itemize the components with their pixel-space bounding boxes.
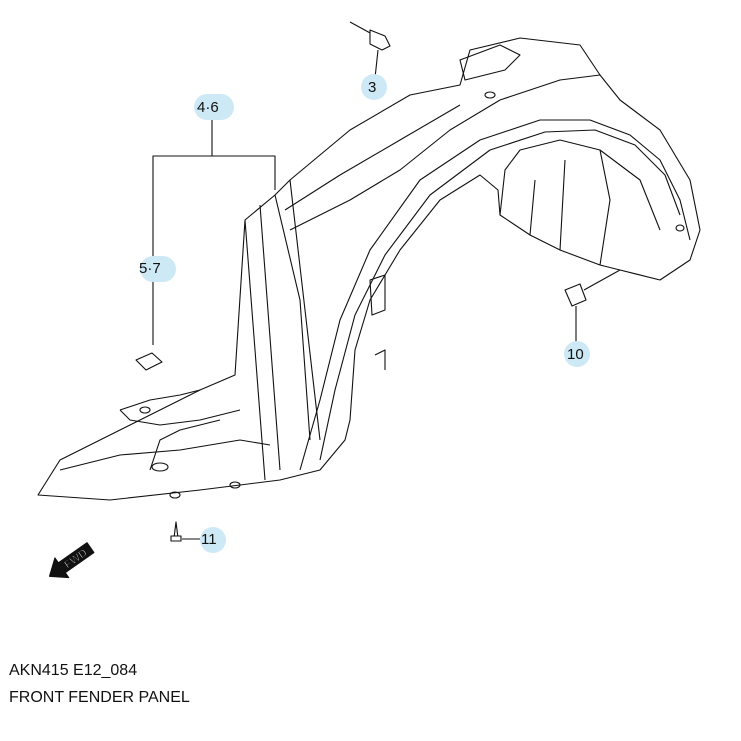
callout-5-7[interactable] (140, 256, 176, 282)
fender-liner-outline (37, 37, 701, 501)
wheel-arch-edge (319, 129, 681, 461)
diagram-code: AKN415 E12_084 (9, 662, 138, 679)
callout-3-label: 3 (368, 79, 377, 96)
callout-3[interactable] (361, 74, 387, 100)
leader-4-6 (152, 120, 276, 345)
callout-11[interactable] (200, 527, 226, 553)
diagram-title: FRONT FENDER PANEL (9, 689, 190, 706)
callout-4-6-label: 4·6 (197, 99, 219, 116)
callout-5-7-label: 5·7 (139, 260, 161, 277)
clip-part-5-7 (135, 352, 163, 371)
bolt-part-3 (349, 21, 391, 79)
screw-part-11 (170, 521, 200, 542)
callout-11-label: 11 (201, 531, 217, 548)
callout-10[interactable] (564, 341, 590, 367)
clip-part-10 (564, 269, 621, 342)
wheel-arch-inner (299, 119, 691, 471)
fwd-arrow-icon: FWD (48, 542, 95, 579)
callout-10-label: 10 (567, 346, 584, 363)
callout-4-6[interactable] (194, 94, 234, 120)
